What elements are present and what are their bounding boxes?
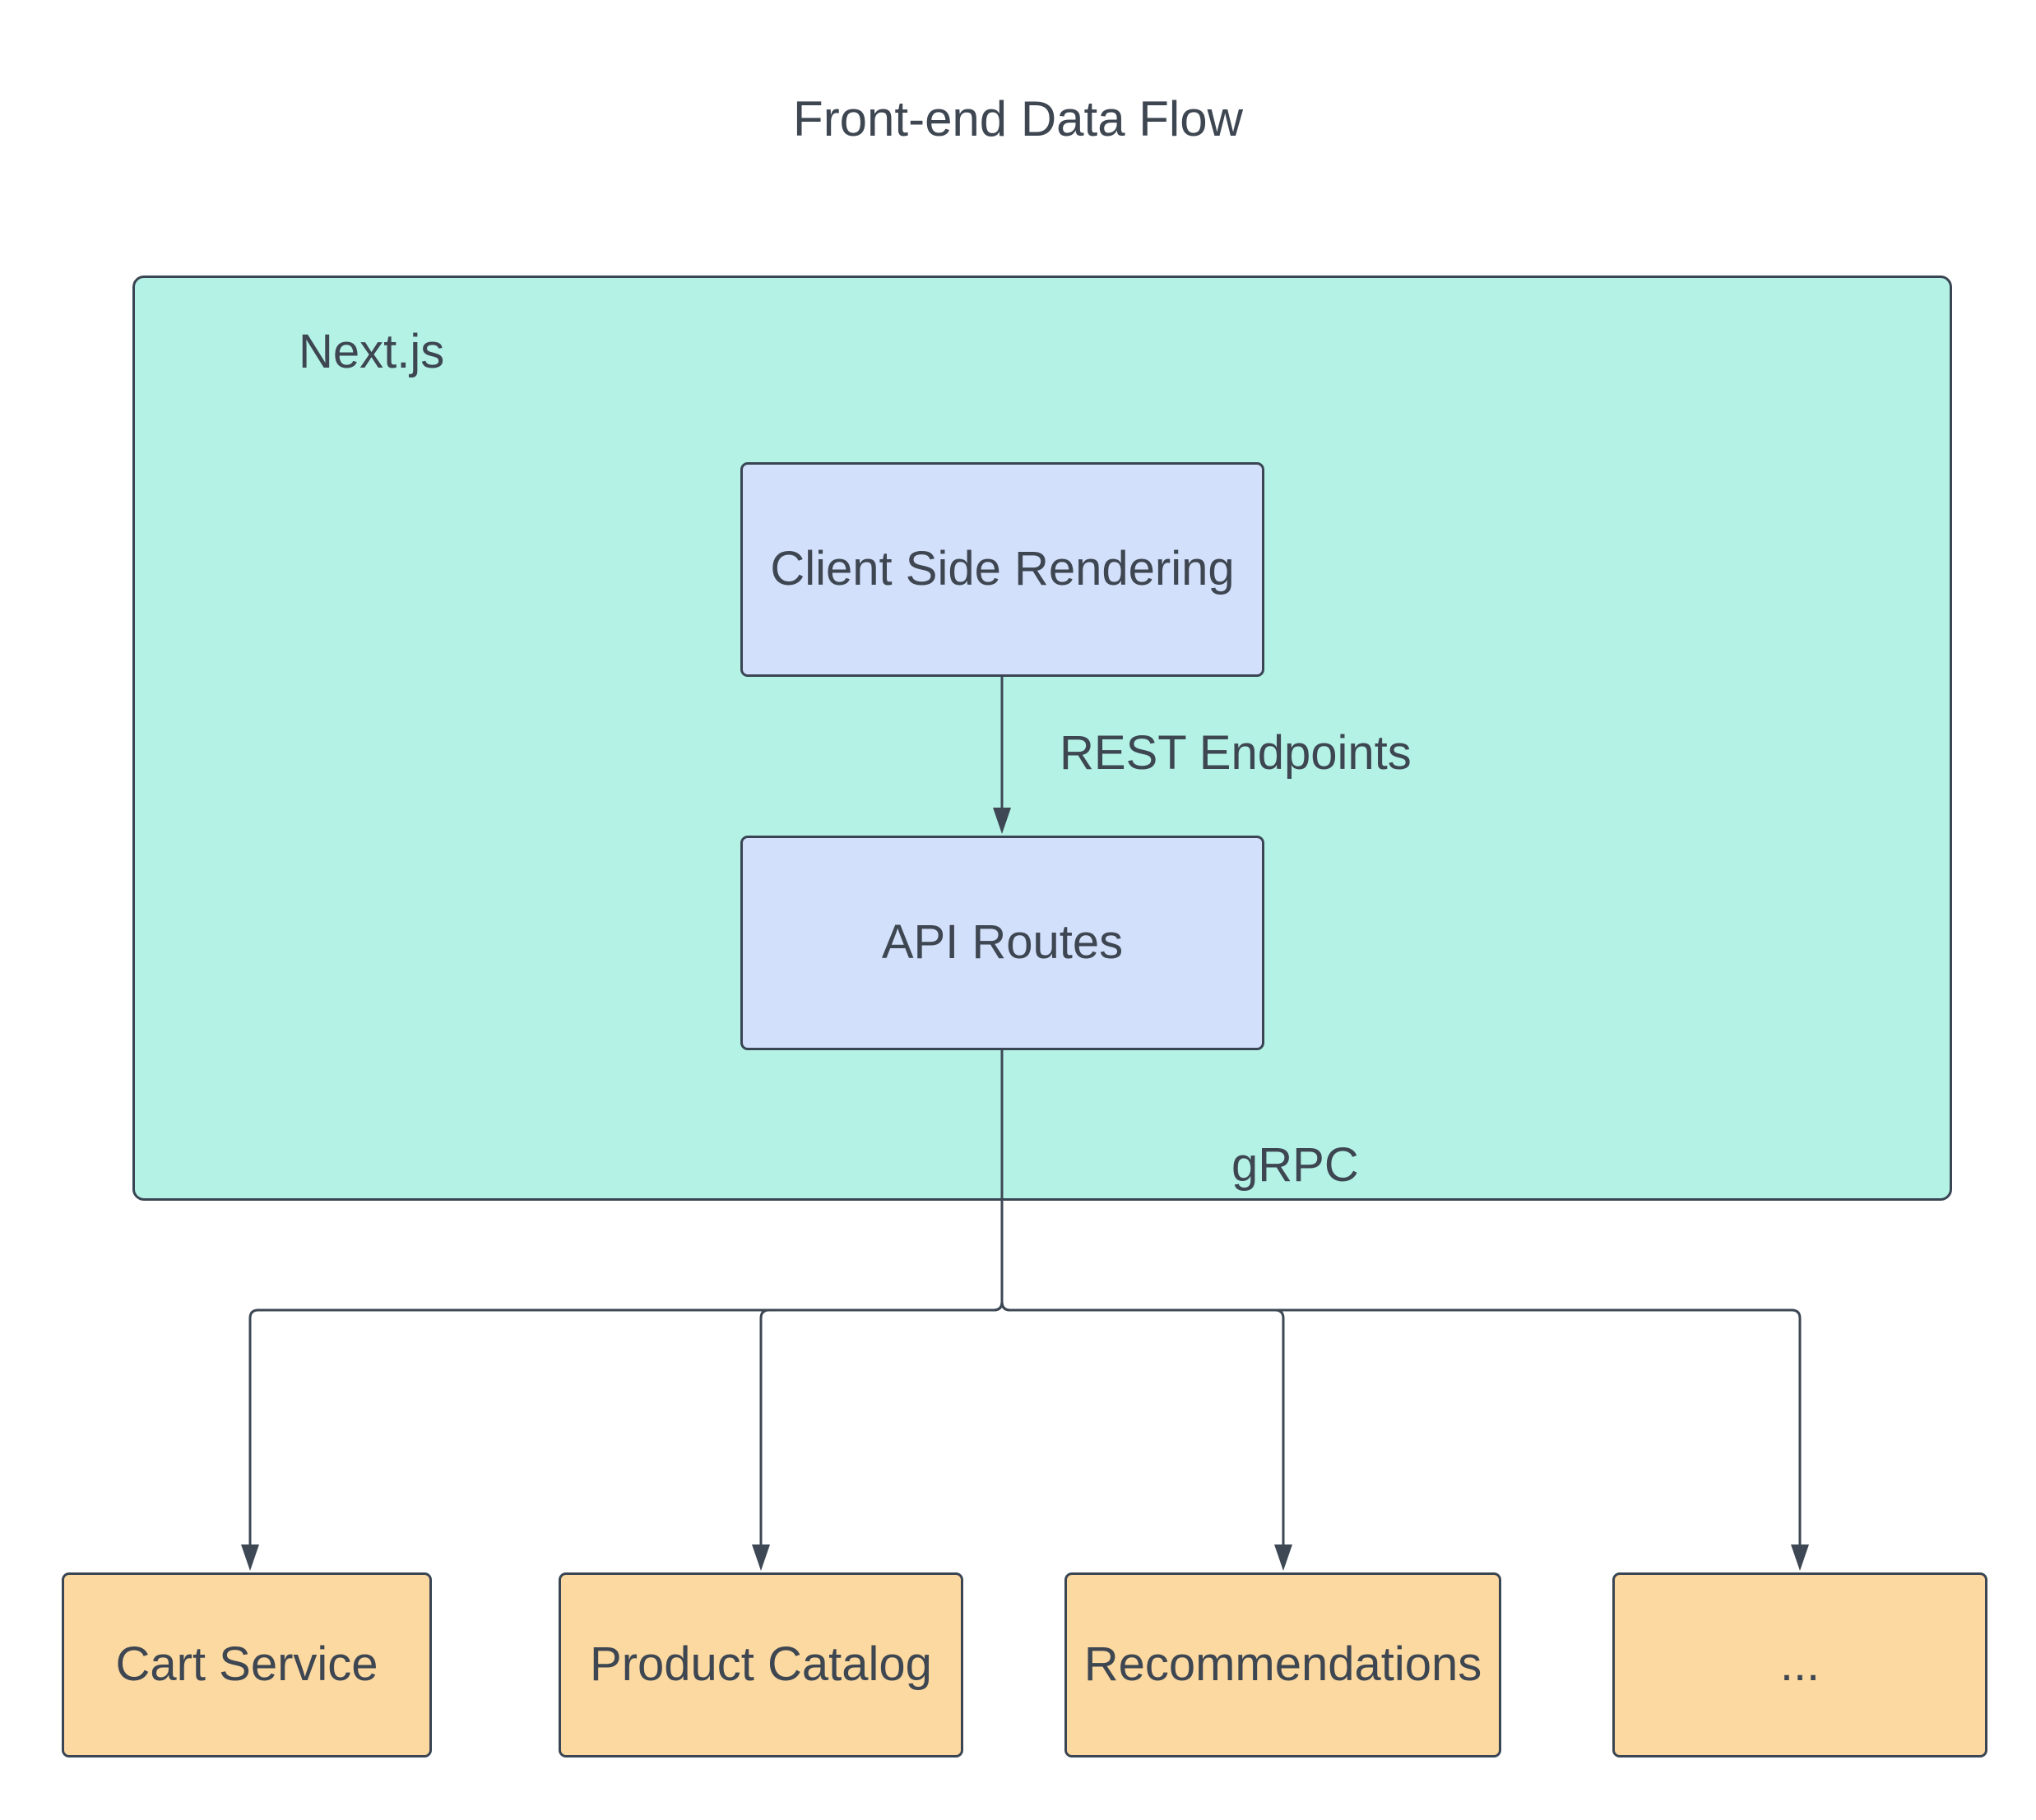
node-client-side-rendering-label: Client Side Rendering [770, 542, 1235, 596]
nextjs-container [132, 276, 1952, 1201]
node-recommendations-label: Recommendations [1083, 1637, 1482, 1692]
edge-api-to-cart-arrowhead [241, 1544, 259, 1571]
node-product-catalog: Product Catalog [559, 1572, 963, 1757]
node-client-side-rendering: Client Side Rendering [740, 462, 1264, 677]
node-cart-service: Cart Service [62, 1572, 432, 1757]
nextjs-container-label: Next.js [299, 325, 445, 378]
node-api-routes-label: API Routes [881, 915, 1124, 970]
edge-api-to-more-arrowhead [1791, 1544, 1809, 1571]
edge-api-to-recommendations-arrowhead [1274, 1544, 1292, 1571]
node-cart-service-label: Cart Service [115, 1637, 378, 1692]
node-recommendations: Recommendations [1064, 1572, 1501, 1757]
edge-api-to-catalog-arrowhead [752, 1544, 770, 1571]
node-more-services-label: ... [1779, 1637, 1820, 1692]
edge-label-grpc: gRPC [1231, 1138, 1359, 1192]
edge-label-rest-endpoints: REST Endpoints [1060, 726, 1412, 780]
node-product-catalog-label: Product Catalog [590, 1637, 932, 1692]
diagram-title: Front-end Data Flow [793, 91, 1243, 146]
node-more-services: ... [1612, 1572, 1987, 1757]
node-api-routes: API Routes [740, 836, 1264, 1050]
